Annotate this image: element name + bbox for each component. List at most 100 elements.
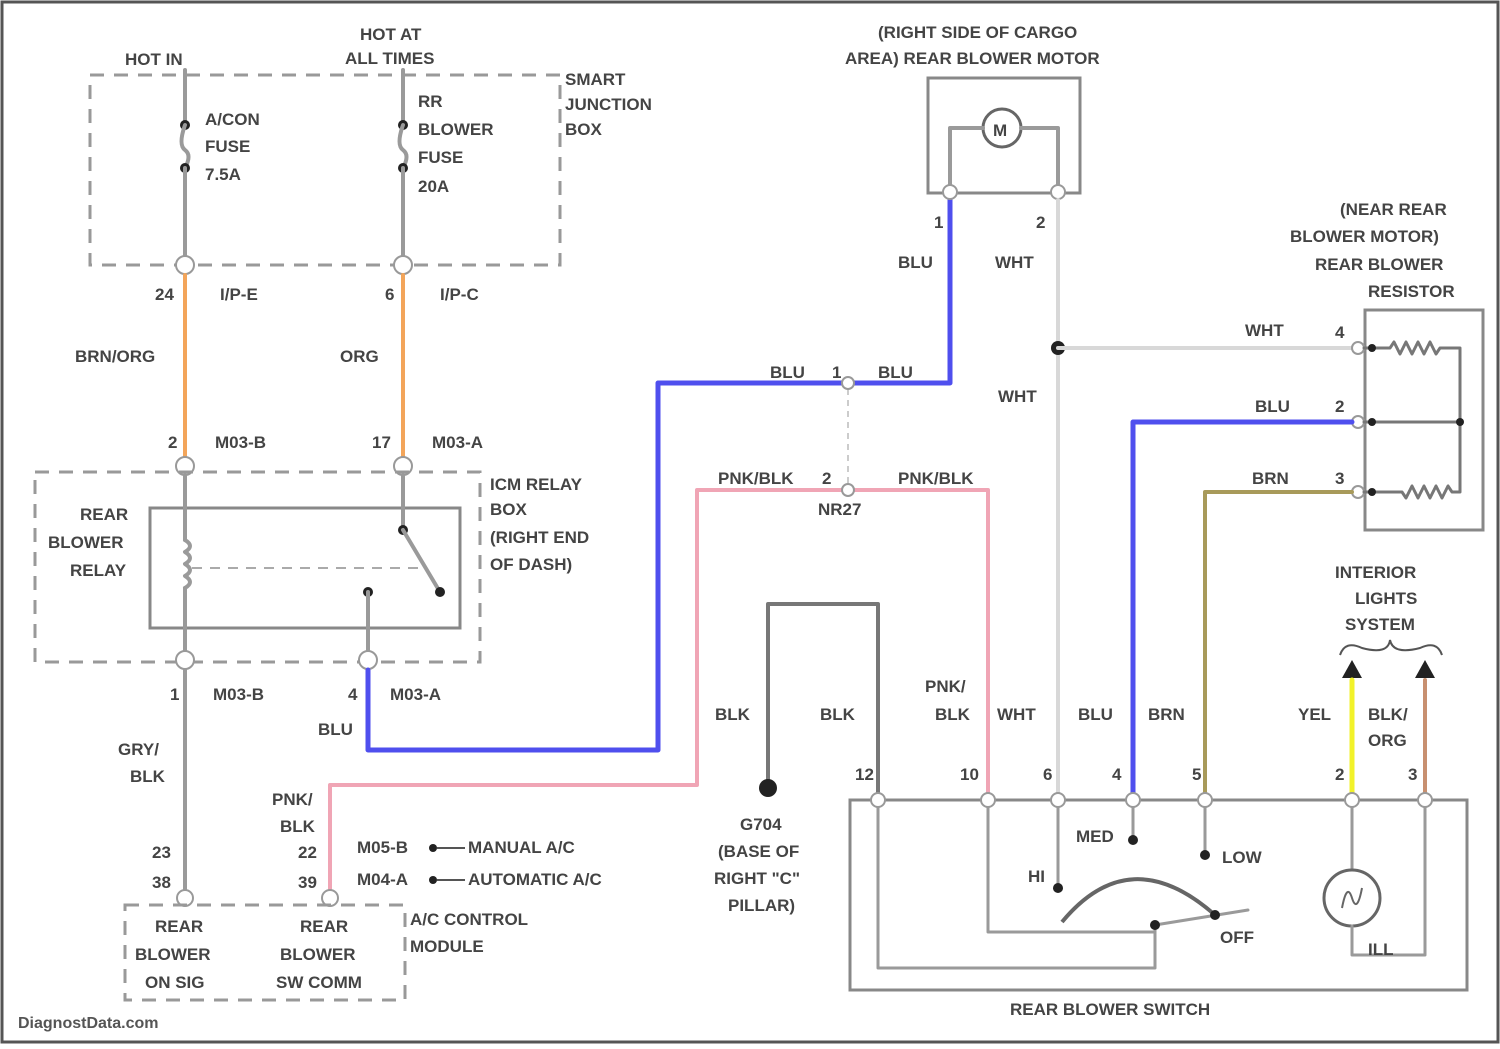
fuse2-symbol [400, 125, 407, 168]
pnk-blk-wire-splice-to-switch [852, 490, 988, 795]
switch-conn-4 [1126, 793, 1140, 807]
relay-coil-symbol [185, 540, 190, 588]
splice-blu-left-label: BLU [770, 363, 805, 382]
rear-blower-motor: (RIGHT SIDE OF CARGO AREA) REAR BLOWER M… [845, 23, 1100, 272]
resistor-wht-label: WHT [1245, 321, 1284, 340]
pnk-blk-wire-label-2: BLK [280, 817, 316, 836]
switch-contact-low [1200, 850, 1210, 860]
switch-conn-5 [1198, 793, 1212, 807]
pnk-blk-wire-label-1: PNK/ [272, 790, 313, 809]
switch-pos-med: MED [1076, 827, 1114, 846]
m03b-pin-top: 2 [168, 433, 177, 452]
ip-c-pin: 6 [385, 285, 394, 304]
smart-junction-box-name-2: JUNCTION [565, 95, 652, 114]
motor-title-2: AREA) REAR BLOWER MOTOR [845, 49, 1100, 68]
switch-contact-med [1128, 835, 1138, 845]
ac-module-pin-b1: 22 [298, 843, 317, 862]
resistor-title-4: RESISTOR [1368, 282, 1455, 301]
fuse2-label-2: BLOWER [418, 120, 494, 139]
switch-conn-6 [1051, 793, 1065, 807]
motor-pin-2-connector [1051, 185, 1065, 199]
m03a-pin-bottom: 4 [348, 685, 358, 704]
resistor-brn-label: BRN [1252, 469, 1289, 488]
ground-name-2: (BASE OF [718, 842, 799, 861]
switch-wire-blk-org-1: BLK/ [1368, 705, 1408, 724]
ac-module-cell2-3: SW COMM [276, 973, 362, 992]
switch-wire-brn: BRN [1148, 705, 1185, 724]
ip-c-connector-label: I/P-C [440, 285, 479, 304]
ac-module-pin-a2: 38 [152, 873, 171, 892]
icm-relay-box-name-1: ICM RELAY [490, 475, 583, 494]
ac-module-name-2: MODULE [410, 937, 484, 956]
fuse2-label-1: RR [418, 92, 443, 111]
ground-name-1: G704 [740, 815, 782, 834]
interior-lights-system: INTERIOR LIGHTS SYSTEM [1335, 563, 1442, 678]
switch-conn-10 [981, 793, 995, 807]
relay-blu-wire-label: BLU [318, 720, 353, 739]
ip-e-connector-label: I/P-E [220, 285, 258, 304]
switch-contact-hi [1053, 883, 1063, 893]
smart-junction-box: HOT IN HOT AT ALL TIMES SMART JUNCTION B… [90, 25, 652, 304]
ac-module-cell1-1: REAR [155, 917, 203, 936]
ground-g704: G704 (BASE OF RIGHT "C" PILLAR) [714, 815, 800, 915]
motor-title-1: (RIGHT SIDE OF CARGO [878, 23, 1077, 42]
motor-blu-label: BLU [898, 253, 933, 272]
legend-2-text: AUTOMATIC A/C [468, 870, 602, 889]
splice-nr27: BLU 1 BLU PNK/BLK 2 PNK/BLK NR27 [718, 363, 974, 519]
resistor-blu-label: BLU [1255, 397, 1290, 416]
ip-e-pin: 24 [155, 285, 174, 304]
rear-blower-relay-label-1: REAR [80, 505, 128, 524]
ground-name-3: RIGHT "C" [714, 869, 800, 888]
switch-pos-hi: HI [1028, 867, 1045, 886]
fuse1-label-2: FUSE [205, 137, 250, 156]
icm-relay-box: 2 M03-B 17 M03-A ICM RELAY BOX (RIGHT EN… [35, 433, 589, 739]
fuse1-label-1: A/CON [205, 110, 260, 129]
fuse2-label-4: 20A [418, 177, 449, 196]
switch-wire-pnk-2: BLK [935, 705, 971, 724]
ac-control-module: 23 38 22 39 M05-B MANUAL A/C M04-A AUTOM… [125, 838, 602, 1000]
feed-label-right-1: HOT AT [360, 25, 422, 44]
ac-module-cell2-2: BLOWER [280, 945, 356, 964]
brn-wire-resistor-to-switch [1205, 492, 1352, 795]
resistor-pin-2: 2 [1335, 397, 1344, 416]
splice-pin-top: 1 [832, 363, 841, 382]
m03b-label-top: M03-B [215, 433, 266, 452]
switch-conn-12 [871, 793, 885, 807]
legend-1-connector: M05-B [357, 838, 408, 857]
gry-blk-wire-label-1: GRY/ [118, 740, 159, 759]
connector-m03b-bottom [176, 651, 194, 669]
ac-module-cell1-3: ON SIG [145, 973, 205, 992]
feed-label-left: HOT IN [125, 50, 183, 69]
switch-wire-blu: BLU [1078, 705, 1113, 724]
switch-wire-blk-org-2: ORG [1368, 731, 1407, 750]
rear-blower-resistor: (NEAR REAR BLOWER MOTOR) REAR BLOWER RES… [1245, 200, 1483, 530]
watermark: DiagnostData.com [18, 1015, 158, 1032]
switch-pos-off: OFF [1220, 928, 1254, 947]
switch-pin-2: 2 [1335, 765, 1344, 784]
m03a-pin-top: 17 [372, 433, 391, 452]
interior-lights-arrow-blk-org [1415, 660, 1435, 678]
switch-conn-3 [1418, 793, 1432, 807]
switch-wiper-pivot [1150, 920, 1160, 930]
ground-name-4: PILLAR) [728, 896, 795, 915]
resistor-pin-4: 4 [1335, 323, 1345, 342]
switch-ill-label: ILL [1368, 940, 1394, 959]
fuse2-label-3: FUSE [418, 148, 463, 167]
interior-lights-title-1: INTERIOR [1335, 563, 1416, 582]
resistor-node-4 [1368, 344, 1376, 352]
switch-pos-low: LOW [1222, 848, 1263, 867]
motor-pin-1-connector [943, 185, 957, 199]
splice-nr27-pin-1 [842, 377, 854, 389]
ac-module-name-1: A/C CONTROL [410, 910, 528, 929]
splice-name: NR27 [818, 500, 861, 519]
legend-2-connector: M04-A [357, 870, 408, 889]
switch-wire-pnk-1: PNK/ [925, 677, 966, 696]
m03a-label-top: M03-A [432, 433, 483, 452]
connector-ip-c [394, 256, 412, 274]
rear-blower-switch-name: REAR BLOWER SWITCH [1010, 1000, 1210, 1019]
ac-module-cell2-1: REAR [300, 917, 348, 936]
icm-relay-box-name-2: BOX [490, 500, 528, 519]
motor-internal-wire-1 [950, 128, 983, 190]
resistor-title-1: (NEAR REAR [1340, 200, 1447, 219]
